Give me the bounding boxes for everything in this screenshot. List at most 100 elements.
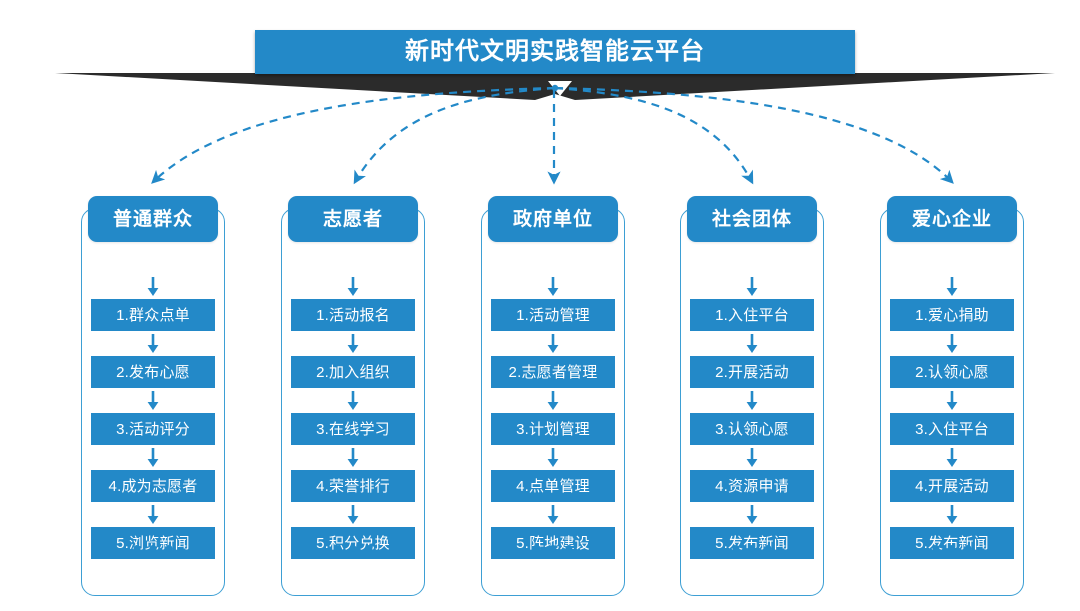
flow-arrow-icon bbox=[91, 502, 215, 527]
dot bbox=[549, 545, 557, 552]
dot bbox=[333, 545, 341, 552]
feature-item[interactable]: 2.开展活动 bbox=[690, 356, 814, 388]
feature-item-label: 1.群众点单 bbox=[116, 306, 190, 324]
feature-item[interactable]: 3.在线学习 bbox=[291, 413, 415, 445]
feature-item[interactable]: 3.计划管理 bbox=[491, 413, 615, 445]
flow-arrow-icon bbox=[291, 331, 415, 356]
flow-arrow-icon bbox=[491, 502, 615, 527]
feature-item-label: 4.点单管理 bbox=[516, 477, 590, 495]
column-header-4[interactable]: 社会团体 bbox=[687, 196, 817, 242]
flow-arrow-icon bbox=[91, 274, 215, 299]
dot bbox=[149, 545, 157, 552]
column-header-5[interactable]: 爱心企业 bbox=[887, 196, 1017, 242]
dot bbox=[748, 545, 756, 552]
feature-item-label: 2.发布心愿 bbox=[116, 363, 190, 381]
column-more-dots-3 bbox=[533, 545, 573, 552]
role-column-5: 爱心企业 1.爱心捐助 2.认领心愿 3.入住平台 4.开展活动 5.发布新闻 bbox=[872, 196, 1032, 596]
role-column-2: 志愿者 1.活动报名 2.加入组织 3.在线学习 4.荣誉排行 5.积分兑换 bbox=[273, 196, 433, 596]
feature-item[interactable]: 1.群众点单 bbox=[91, 299, 215, 331]
banner-box: 新时代文明实践智能云平台 bbox=[255, 30, 855, 74]
dot bbox=[732, 545, 740, 552]
flow-arrow-icon bbox=[491, 445, 615, 470]
dot bbox=[165, 545, 173, 552]
column-header-label: 普通群众 bbox=[112, 208, 193, 230]
column-header-label: 政府单位 bbox=[512, 208, 593, 230]
flow-arrow-icon bbox=[690, 502, 814, 527]
column-header-label: 志愿者 bbox=[322, 208, 383, 230]
flow-arrow-icon bbox=[491, 331, 615, 356]
feature-item-label: 2.开展活动 bbox=[715, 363, 789, 381]
feature-item-label: 4.开展活动 bbox=[915, 477, 989, 495]
feature-item[interactable]: 2.认领心愿 bbox=[890, 356, 1014, 388]
feature-item[interactable]: 1.入住平台 bbox=[690, 299, 814, 331]
flow-arrow-icon bbox=[291, 274, 415, 299]
feature-item-label: 3.计划管理 bbox=[516, 420, 590, 438]
feature-item-label: 2.认领心愿 bbox=[915, 363, 989, 381]
feature-item-label: 3.入住平台 bbox=[915, 420, 989, 438]
column-more-dots-5 bbox=[932, 545, 972, 552]
role-column-4: 社会团体 1.入住平台 2.开展活动 3.认领心愿 4.资源申请 5.发布新闻 bbox=[672, 196, 832, 596]
dot bbox=[964, 545, 972, 552]
column-header-label: 社会团体 bbox=[711, 208, 792, 230]
feature-item[interactable]: 2.发布心愿 bbox=[91, 356, 215, 388]
feature-item-label: 4.成为志愿者 bbox=[108, 477, 198, 495]
feature-item[interactable]: 3.认领心愿 bbox=[690, 413, 814, 445]
feature-item-label: 4.荣誉排行 bbox=[316, 477, 390, 495]
connector-to-col-4 bbox=[554, 86, 754, 185]
column-header-3[interactable]: 政府单位 bbox=[488, 196, 618, 242]
dot bbox=[932, 545, 940, 552]
feature-item[interactable]: 4.开展活动 bbox=[890, 470, 1014, 502]
flow-arrow-icon bbox=[890, 274, 1014, 299]
flow-arrow-icon bbox=[690, 331, 814, 356]
dot bbox=[565, 545, 573, 552]
column-item-list-1: 1.群众点单 2.发布心愿 3.活动评分 4.成为志愿者 5.浏览新闻 bbox=[91, 274, 215, 559]
feature-item-label: 1.入住平台 bbox=[715, 306, 789, 324]
flow-arrow-icon bbox=[291, 445, 415, 470]
feature-item[interactable]: 2.志愿者管理 bbox=[491, 356, 615, 388]
platform-banner: 新时代文明实践智能云平台 bbox=[55, 30, 1055, 100]
feature-item-label: 2.加入组织 bbox=[316, 363, 390, 381]
feature-item[interactable]: 5.发布新闻 bbox=[890, 527, 1014, 559]
feature-item[interactable]: 5.发布新闻 bbox=[690, 527, 814, 559]
feature-item[interactable]: 4.成为志愿者 bbox=[91, 470, 215, 502]
feature-item[interactable]: 3.活动评分 bbox=[91, 413, 215, 445]
feature-item[interactable]: 3.入住平台 bbox=[890, 413, 1014, 445]
column-item-list-3: 1.活动管理 2.志愿者管理 3.计划管理 4.点单管理 5.阵地建设 bbox=[491, 274, 615, 559]
role-column-1: 普通群众 1.群众点单 2.发布心愿 3.活动评分 4.成为志愿者 5.浏览新闻 bbox=[73, 196, 233, 596]
feature-item[interactable]: 1.活动报名 bbox=[291, 299, 415, 331]
flow-arrow-icon bbox=[690, 388, 814, 413]
feature-item[interactable]: 4.资源申请 bbox=[690, 470, 814, 502]
dot bbox=[349, 545, 357, 552]
dot bbox=[764, 545, 772, 552]
feature-item[interactable]: 4.荣誉排行 bbox=[291, 470, 415, 502]
feature-item[interactable]: 5.浏览新闻 bbox=[91, 527, 215, 559]
flow-arrow-icon bbox=[491, 274, 615, 299]
banner-ribbon-tail bbox=[55, 73, 1055, 100]
flow-arrow-icon bbox=[91, 445, 215, 470]
feature-item[interactable]: 4.点单管理 bbox=[491, 470, 615, 502]
dot bbox=[133, 545, 141, 552]
column-header-1[interactable]: 普通群众 bbox=[88, 196, 218, 242]
feature-item[interactable]: 5.阵地建设 bbox=[491, 527, 615, 559]
connector-to-col-1 bbox=[151, 86, 556, 184]
column-header-label: 爱心企业 bbox=[911, 208, 992, 230]
dot bbox=[533, 545, 541, 552]
column-item-list-5: 1.爱心捐助 2.认领心愿 3.入住平台 4.开展活动 5.发布新闻 bbox=[890, 274, 1014, 559]
feature-item[interactable]: 5.积分兑换 bbox=[291, 527, 415, 559]
feature-item-label: 3.认领心愿 bbox=[715, 420, 789, 438]
column-header-2[interactable]: 志愿者 bbox=[288, 196, 418, 242]
flow-arrow-icon bbox=[491, 388, 615, 413]
feature-item-label: 1.爱心捐助 bbox=[915, 306, 989, 324]
feature-item[interactable]: 2.加入组织 bbox=[291, 356, 415, 388]
feature-item-label: 1.活动报名 bbox=[316, 306, 390, 324]
column-more-dots-2 bbox=[333, 545, 373, 552]
flow-arrow-icon bbox=[890, 388, 1014, 413]
feature-item[interactable]: 1.爱心捐助 bbox=[890, 299, 1014, 331]
flow-arrow-icon bbox=[690, 445, 814, 470]
column-item-list-4: 1.入住平台 2.开展活动 3.认领心愿 4.资源申请 5.发布新闻 bbox=[690, 274, 814, 559]
feature-item[interactable]: 1.活动管理 bbox=[491, 299, 615, 331]
flow-arrow-icon bbox=[91, 331, 215, 356]
role-column-3: 政府单位 1.活动管理 2.志愿者管理 3.计划管理 4.点单管理 5.阵地建设 bbox=[473, 196, 633, 596]
column-more-dots-1 bbox=[133, 545, 173, 552]
